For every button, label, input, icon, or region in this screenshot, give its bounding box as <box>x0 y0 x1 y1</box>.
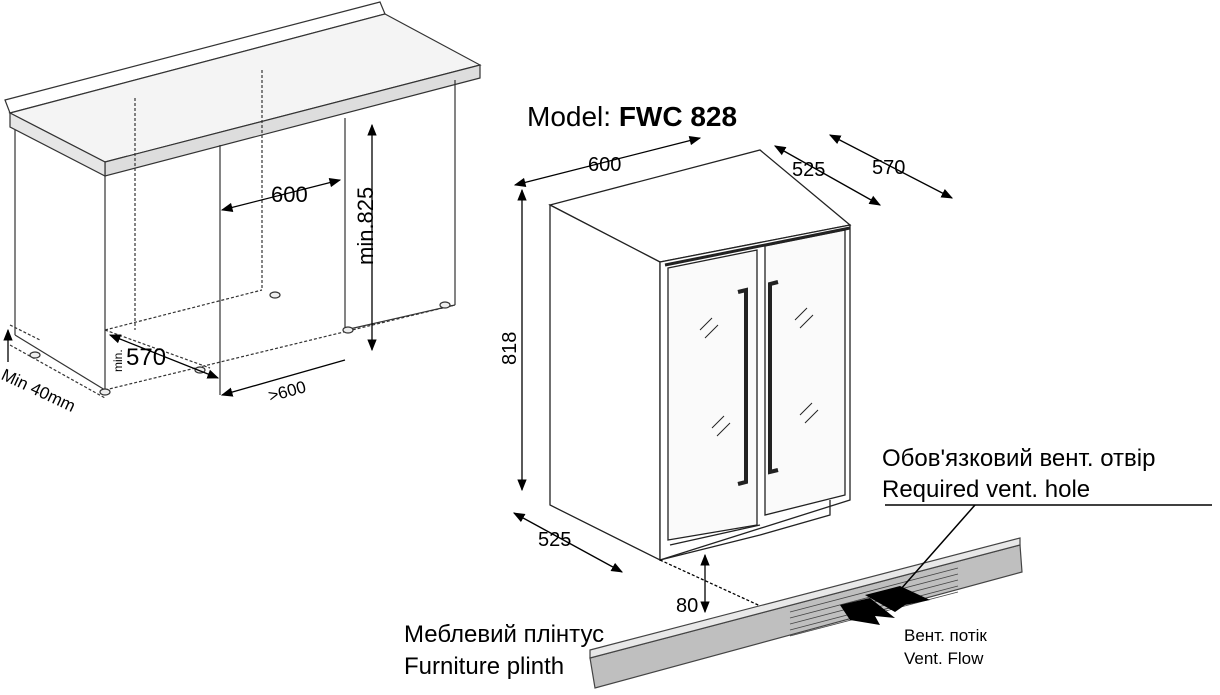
cooler-side <box>549 203 661 562</box>
cabinet-edge <box>344 304 456 331</box>
dimension-line <box>512 512 624 573</box>
cooler-base-line <box>669 524 761 546</box>
dimension-line <box>513 136 702 187</box>
cooler-height-label: 818 <box>499 331 521 365</box>
cabinet-dimension-lines <box>3 123 377 397</box>
niche-floor-line <box>104 289 263 331</box>
model-prefix: Model: <box>527 101 612 132</box>
plinth-label-en: Furniture plinth <box>404 653 565 680</box>
vent-flow-arrows <box>840 586 930 625</box>
cabinet-foot <box>99 388 111 396</box>
plinth-top <box>589 537 1021 659</box>
niche-floor-line <box>9 324 41 341</box>
vent-hole-label-en: Required vent. hole <box>882 476 1091 503</box>
cooler-dimension-lines <box>512 134 954 616</box>
cooler-base <box>659 500 831 561</box>
niche-floor-line <box>9 344 106 399</box>
cooler-base-depth-label: 525 <box>538 529 572 551</box>
cooler-width-label: 600 <box>588 154 622 176</box>
vent-flow-label-uk: Вент. потік <box>904 626 987 645</box>
vent-hole-label-uk: Обов'язковий вент. отвір <box>882 445 1156 472</box>
cooler-top-trim <box>664 226 851 267</box>
furniture-plinth <box>589 537 1023 689</box>
cooler-depth-label: 525 <box>792 159 826 181</box>
plinth-height-label: 80 <box>676 595 699 617</box>
glass-reflections <box>699 307 819 437</box>
cabinet-depth-prefix: min. <box>111 349 125 372</box>
cooler-depth-open-label: 570 <box>872 157 906 179</box>
cooler-left-door <box>667 249 758 541</box>
cabinet-height-label: min.825 <box>353 186 378 265</box>
cabinet-edge <box>14 334 106 391</box>
vent-flow-in-arrow <box>865 586 930 612</box>
cabinet-foot <box>342 326 354 334</box>
vent-hole-leader <box>885 504 1212 599</box>
dimension-line <box>108 334 220 379</box>
plinth-label-uk: Меблевий плінтус <box>404 621 605 648</box>
cooler-drawing <box>548 149 852 562</box>
left-door-handle <box>737 287 748 486</box>
model-name: FWC 828 <box>618 101 738 132</box>
dimension-line <box>828 134 954 199</box>
model-title: Model: FWC 828 <box>527 103 737 131</box>
cabinet-depth-label: 570 <box>126 344 167 371</box>
dimension-line <box>220 178 342 212</box>
cabinet-foot <box>29 351 41 359</box>
dimension-line <box>220 359 346 397</box>
cabinet-drawing <box>4 1 482 399</box>
cabinet-foot <box>269 291 281 299</box>
vent-flow-out-arrow <box>840 598 895 625</box>
cabinet-width-label: 600 <box>271 182 308 207</box>
vent-flow-label-en: Vent. Flow <box>904 649 984 668</box>
cabinet-foot <box>439 301 451 309</box>
right-door-handle <box>768 280 779 475</box>
